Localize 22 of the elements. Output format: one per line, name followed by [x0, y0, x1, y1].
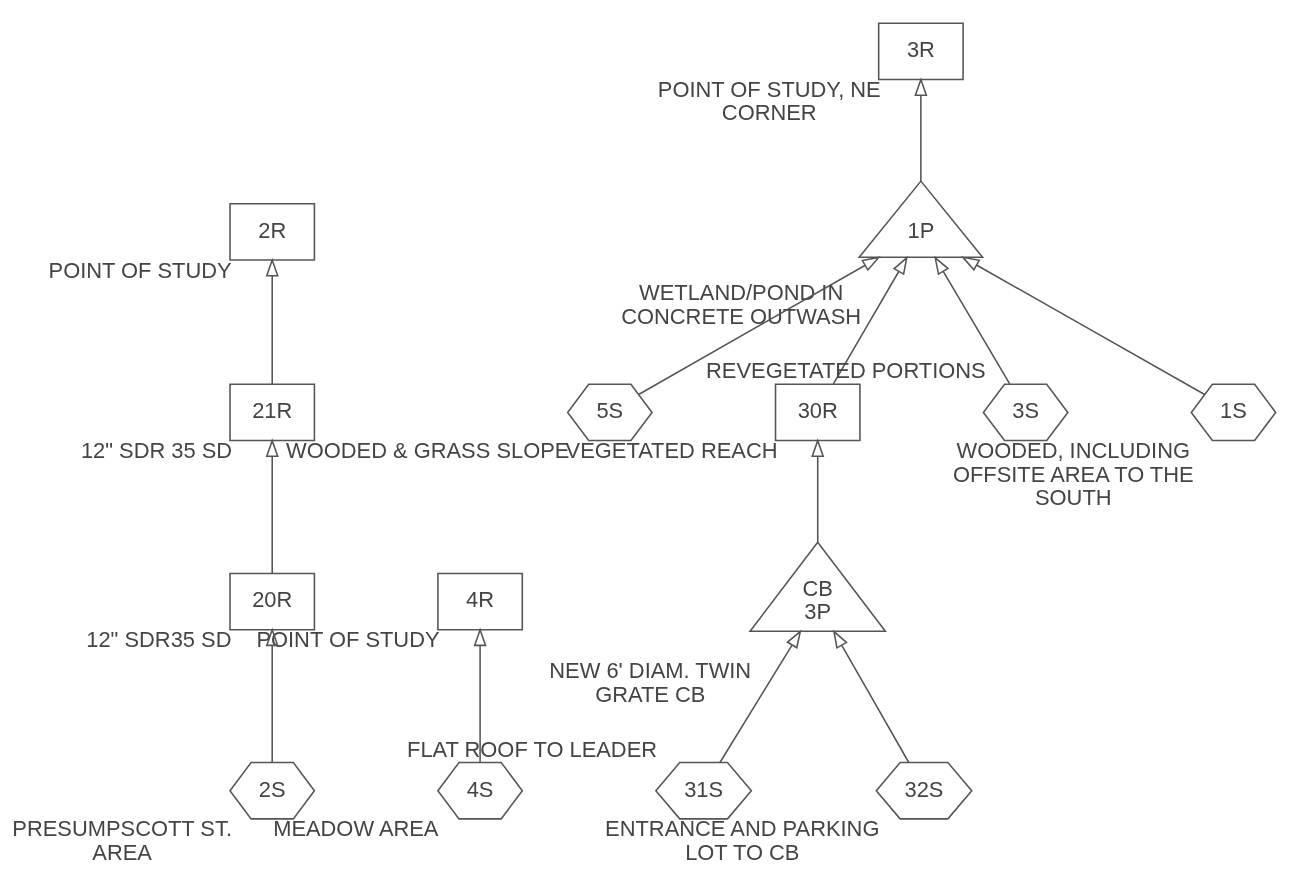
arrow [914, 76, 928, 182]
arrow [811, 437, 825, 543]
node-label: POINT OF STUDY [48, 257, 232, 283]
node-label: NEW 6' DIAM. TWIN GRATE CB [549, 657, 752, 707]
node-label: 12" SDR35 SD [86, 626, 232, 652]
arrow [960, 255, 1206, 395]
arrow [265, 437, 279, 574]
node-box: 30R [774, 383, 861, 441]
arrow [832, 629, 910, 763]
node-box: 2R [229, 202, 316, 261]
node-box: 4R [437, 572, 524, 630]
node-box: 21R [229, 383, 316, 441]
arrow [832, 255, 908, 385]
arrow [265, 626, 279, 763]
node-box: 3R [877, 21, 964, 80]
arrow [934, 255, 1011, 385]
node-label: PRESUMPSCOTT ST. AREA [12, 815, 232, 865]
node-box: 20R [229, 572, 316, 630]
arrow [265, 257, 279, 385]
arrow [473, 626, 487, 763]
arrow [638, 255, 881, 395]
arrow [719, 629, 802, 763]
